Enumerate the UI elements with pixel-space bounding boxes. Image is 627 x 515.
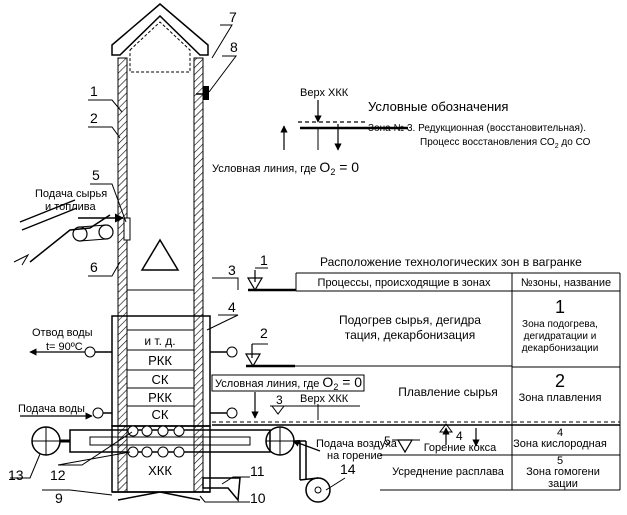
callout-13: 13 <box>8 467 24 483</box>
marker-5: 5 <box>384 434 391 448</box>
table-title: Расположение технологических зон в вагра… <box>320 255 582 269</box>
callout-11: 11 <box>250 463 265 479</box>
inline-top-hkk: Верх ХКК <box>300 393 349 405</box>
legend-zone3-line1: Зона № 3. Редукционная (восстановительна… <box>368 123 586 134</box>
inline-cond-suffix: = 0 <box>338 374 362 390</box>
legend-zone3-line2-a: Процесс восстановления СО <box>420 137 555 148</box>
inline-cond-o: O <box>322 374 333 390</box>
row3-name: Зона кислородная <box>513 438 607 450</box>
legend-top-label: Верх ХКК <box>300 87 349 99</box>
melt-spout <box>202 477 241 502</box>
callout-10: 10 <box>250 490 266 506</box>
legend-cond-line: Условная линия, где O2 = 0 <box>212 159 359 177</box>
callout-leaders <box>10 24 346 503</box>
row3-num: 4 <box>557 427 563 439</box>
cupola-body <box>31 3 331 503</box>
row4-num: 5 <box>557 455 563 467</box>
shaft-wall-right <box>193 57 204 317</box>
row4-name-1: Зона гомогени <box>526 466 600 478</box>
tuyere-bar <box>69 429 271 453</box>
callout-7: 7 <box>229 9 237 25</box>
charge-layer-rkk-1: РКК <box>148 353 172 368</box>
callout-14: 14 <box>340 461 356 477</box>
spark-arrester-cap <box>111 3 209 56</box>
callout-2: 2 <box>90 110 98 126</box>
callout-numbers: 1 2 7 8 5 6 3 4 9 10 11 12 13 14 <box>8 9 356 506</box>
callout-3: 3 <box>228 262 236 278</box>
table-col1-header: Процессы, происходящие в зонах <box>318 277 491 289</box>
callout-1: 1 <box>90 83 98 99</box>
charge-layer-hkk: ХКК <box>148 463 172 478</box>
row1-name-2: дегидратации и <box>524 331 597 342</box>
callout-12: 12 <box>50 467 66 483</box>
row4-process: Усреднение расплава <box>392 466 505 478</box>
zone-markers: 1 2 Условная линия, где O2 = 0 3 Верх ХК… <box>211 252 620 454</box>
charge-layer-rkk-2: РКК <box>148 390 172 405</box>
table-col2-header: №зоны, название <box>521 277 611 289</box>
charge-layer-sk-1: СК <box>152 372 169 387</box>
legend-zone3-line2: Процесс восстановления СО2 до СО <box>420 137 591 150</box>
explosion-valve <box>203 86 209 100</box>
legend-cond-sub: 2 <box>330 167 335 177</box>
row1-process-2: тация, декарбонизация <box>345 328 475 342</box>
legend: Верх ХКК Условные обозначения Зона № 3. … <box>212 87 591 177</box>
marker-2: 2 <box>260 325 268 341</box>
water-in-label: Подача воды <box>18 403 85 415</box>
marker-3: 3 <box>276 393 283 407</box>
inline-cond-prefix: Условная линия, где <box>215 378 322 390</box>
left-labels: Подача сырья и топлива Отвод воды t= 90º… <box>18 188 398 462</box>
callout-5: 5 <box>92 167 100 183</box>
row2-num: 2 <box>555 371 565 391</box>
row1-num: 1 <box>555 297 565 317</box>
zones-table: Расположение технологических зон в вагра… <box>295 255 621 491</box>
callout-6: 6 <box>90 259 98 275</box>
shaft-wall-left <box>117 57 128 317</box>
charge-layer-etc: и т. д. <box>144 334 175 348</box>
callout-9: 9 <box>55 490 63 506</box>
row2-process: Плавление сырья <box>398 385 497 399</box>
feed-label-2: и топлива <box>45 201 96 213</box>
callout-4: 4 <box>228 299 236 315</box>
tuyeres <box>127 425 185 458</box>
row2-name: Зона плавления <box>519 392 602 404</box>
legend-cond-prefix: Условная линия, где <box>212 163 319 175</box>
row1-process-1: Подогрев сырья, дегидра <box>339 313 481 327</box>
inline-cond-line: Условная линия, где O2 = 0 <box>215 374 362 392</box>
row4-name-2: зации <box>548 478 578 490</box>
water-temp-label: t= 90ºC <box>46 341 83 353</box>
water-pipes <box>84 346 238 419</box>
marker-1: 1 <box>260 252 268 268</box>
legend-zone3-line2-sub: 2 <box>555 143 559 150</box>
legend-cond-o: O <box>319 159 330 175</box>
feed-conveyor <box>13 199 124 266</box>
legend-zone3-line2-b: до СО <box>559 137 591 148</box>
marker-4: 4 <box>456 429 463 443</box>
inline-cond-sub: 2 <box>333 382 338 392</box>
row1-name-1: Зона подогрева, <box>522 319 598 330</box>
feed-label-1: Подача сырья <box>35 188 107 200</box>
legend-cond-suffix: = 0 <box>335 159 359 175</box>
air-in-label-2: на горение <box>327 450 383 462</box>
loading-window <box>123 217 131 241</box>
charge-layer-sk-2: СК <box>152 407 169 422</box>
row3-process: Горение кокса <box>424 442 497 454</box>
air-in-label-1: Подача воздуха <box>316 438 398 450</box>
shaft-triangle <box>140 238 180 271</box>
legend-title: Условные обозначения <box>368 99 508 114</box>
charge-layers: и т. д. РКК СК РКК СК ХКК <box>144 334 175 478</box>
water-out-label: Отвод воды <box>32 327 93 339</box>
row1-name-3: декарбонизации <box>522 342 599 354</box>
bottom-doors <box>112 491 210 501</box>
callout-8: 8 <box>230 39 238 55</box>
